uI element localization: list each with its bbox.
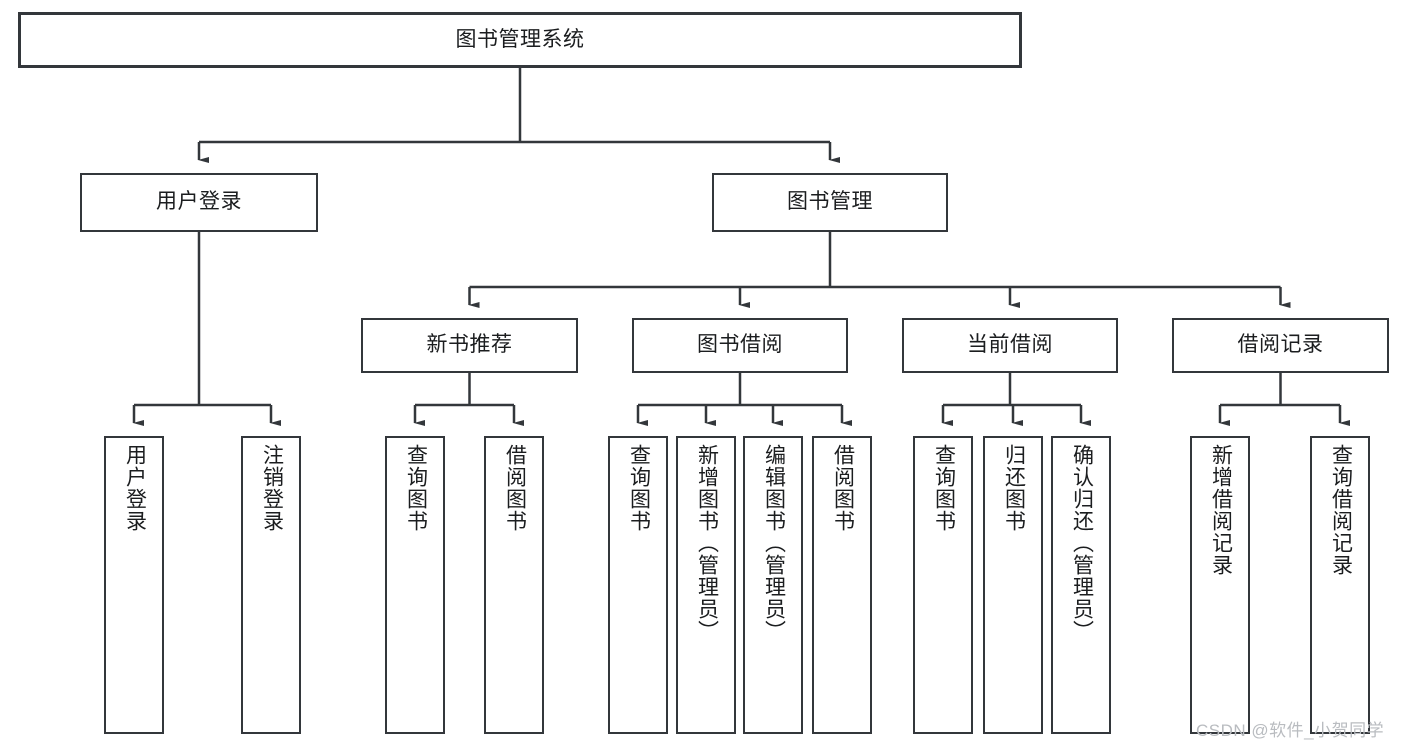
node-current-borrow[interactable]: 当前借阅 [902, 318, 1118, 373]
node-label-user-login: 用户登录 [156, 190, 242, 214]
node-label-root: 图书管理系统 [455, 27, 585, 51]
node-leaf-user-login[interactable]: 用户登录 [104, 436, 164, 734]
node-label-leaf-query-book-2: 查询图书 [627, 444, 651, 532]
connector-spine [199, 68, 830, 144]
node-label-leaf-query-record: 查询借阅记录 [1329, 444, 1353, 576]
connector-spine [134, 232, 271, 407]
connector-spine [943, 373, 1081, 407]
node-label-current-borrow: 当前借阅 [967, 333, 1053, 357]
node-label-book-borrow: 图书借阅 [697, 333, 783, 357]
node-label-new-book-rec: 新书推荐 [426, 333, 513, 357]
node-label-borrow-record: 借阅记录 [1237, 333, 1324, 357]
node-leaf-add-record[interactable]: 新增借阅记录 [1190, 436, 1250, 734]
node-leaf-add-book[interactable]: 新增图书（管理员） [676, 436, 736, 734]
node-label-leaf-edit-book: 编辑图书（管理员） [762, 444, 786, 642]
node-leaf-edit-book[interactable]: 编辑图书（管理员） [743, 436, 803, 734]
node-label-leaf-add-record: 新增借阅记录 [1209, 444, 1233, 576]
node-label-leaf-logout: 注销登录 [260, 444, 284, 532]
node-new-book-rec[interactable]: 新书推荐 [361, 318, 578, 373]
node-label-book-manage: 图书管理 [787, 190, 873, 214]
node-root[interactable]: 图书管理系统 [18, 12, 1022, 68]
node-book-manage[interactable]: 图书管理 [712, 173, 948, 232]
node-book-borrow[interactable]: 图书借阅 [632, 318, 848, 373]
node-label-leaf-query-book-1: 查询图书 [404, 444, 428, 532]
node-label-leaf-confirm-return: 确认归还（管理员） [1070, 444, 1094, 642]
node-leaf-query-book-3[interactable]: 查询图书 [913, 436, 973, 734]
node-borrow-record[interactable]: 借阅记录 [1172, 318, 1389, 373]
node-leaf-confirm-return[interactable]: 确认归还（管理员） [1051, 436, 1111, 734]
node-label-leaf-user-login: 用户登录 [123, 444, 147, 532]
node-leaf-query-book-1[interactable]: 查询图书 [385, 436, 445, 734]
node-label-leaf-query-book-3: 查询图书 [932, 444, 956, 532]
node-label-leaf-borrow-book-1: 借阅图书 [503, 444, 527, 532]
node-leaf-query-book-2[interactable]: 查询图书 [608, 436, 668, 734]
connector-spine [638, 373, 842, 407]
node-leaf-return-book[interactable]: 归还图书 [983, 436, 1043, 734]
node-leaf-query-record[interactable]: 查询借阅记录 [1310, 436, 1370, 734]
node-label-leaf-return-book: 归还图书 [1002, 444, 1026, 532]
csdn-watermark: CSDN @软件_小贺同学 [1196, 721, 1385, 740]
node-leaf-borrow-book-2[interactable]: 借阅图书 [812, 436, 872, 734]
connector-spine [415, 373, 514, 407]
node-label-leaf-borrow-book-2: 借阅图书 [831, 444, 855, 532]
connector-spine [1220, 373, 1340, 407]
node-user-login[interactable]: 用户登录 [80, 173, 318, 232]
node-label-leaf-add-book: 新增图书（管理员） [695, 444, 719, 642]
connector-spine [469, 232, 1281, 289]
node-leaf-logout[interactable]: 注销登录 [241, 436, 301, 734]
node-leaf-borrow-book-1[interactable]: 借阅图书 [484, 436, 544, 734]
